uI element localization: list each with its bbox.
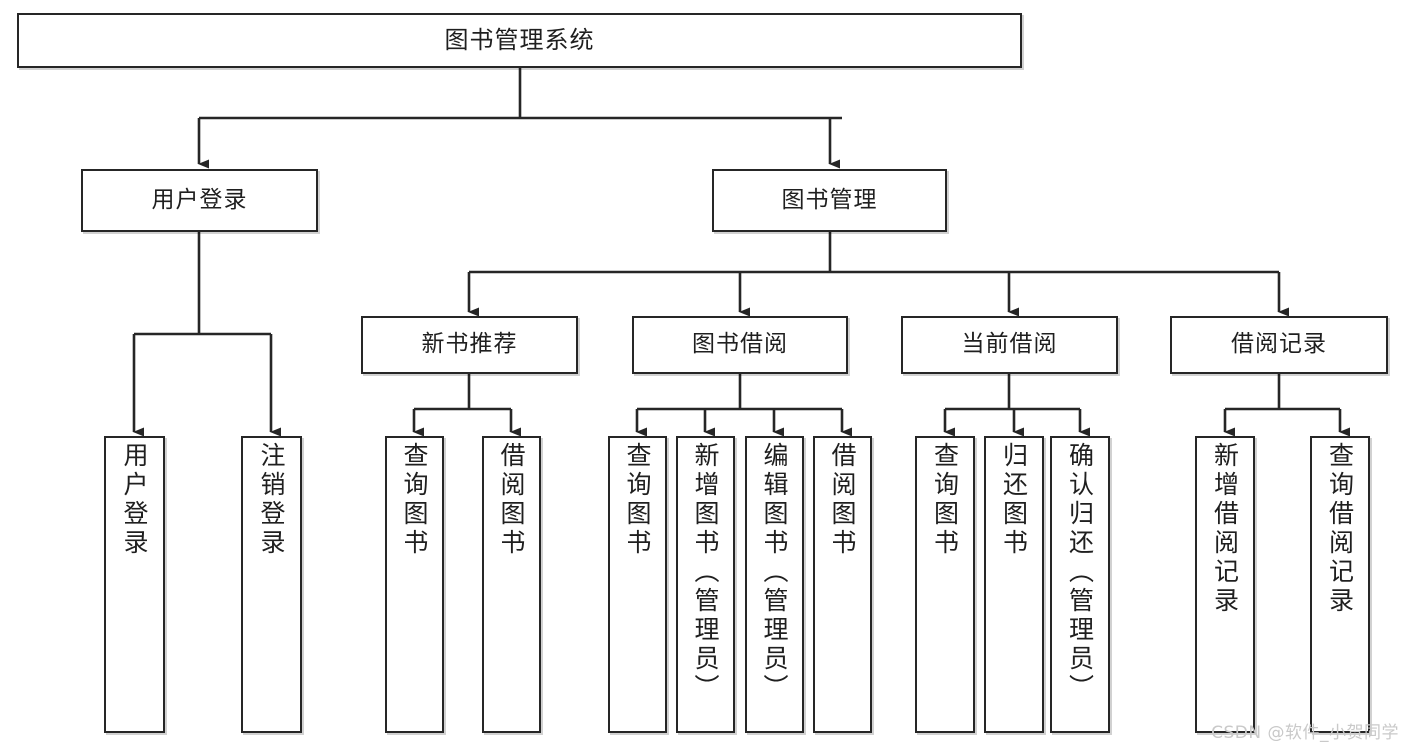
node-leaf-borrow-book-2-label: 借阅图书	[828, 442, 857, 558]
node-current-borrow-label: 当前借阅	[961, 331, 1058, 358]
node-leaf-confirm-return[interactable]: 确认归还（管理员）	[1050, 436, 1110, 733]
node-book-borrow-label: 图书借阅	[692, 331, 788, 358]
node-leaf-add-borrow-record[interactable]: 新增借阅记录	[1195, 436, 1255, 733]
node-leaf-query-book-2[interactable]: 查询图书	[608, 436, 667, 733]
node-leaf-query-book-3-label: 查询图书	[930, 442, 960, 558]
node-borrow-record-label: 借阅记录	[1231, 331, 1327, 358]
node-leaf-borrow-book-2[interactable]: 借阅图书	[813, 436, 872, 733]
node-leaf-confirm-return-label: 确认归还（管理员）	[1065, 442, 1095, 703]
node-new-book-recommend-label: 新书推荐	[421, 331, 518, 358]
node-leaf-query-book-2-label: 查询图书	[623, 442, 652, 558]
node-user-login-label: 用户登录	[151, 186, 248, 213]
node-root-label: 图书管理系统	[444, 26, 595, 55]
node-leaf-borrow-book-1[interactable]: 借阅图书	[482, 436, 541, 733]
node-book-manage[interactable]: 图书管理	[712, 169, 947, 232]
node-leaf-user-login[interactable]: 用户登录	[104, 436, 165, 733]
node-leaf-return-book[interactable]: 归还图书	[984, 436, 1044, 733]
node-leaf-query-book-1[interactable]: 查询图书	[385, 436, 444, 733]
node-leaf-query-book-1-label: 查询图书	[400, 442, 429, 558]
node-leaf-add-book-label: 新增图书（管理员）	[691, 442, 720, 703]
node-current-borrow[interactable]: 当前借阅	[901, 316, 1118, 374]
node-leaf-query-borrow-record-label: 查询借阅记录	[1325, 442, 1355, 616]
node-leaf-user-login-label: 用户登录	[120, 442, 149, 558]
node-leaf-logout-login[interactable]: 注销登录	[241, 436, 302, 733]
node-new-book-recommend[interactable]: 新书推荐	[361, 316, 578, 374]
node-leaf-edit-book-label: 编辑图书（管理员）	[760, 442, 789, 703]
node-leaf-query-book-3[interactable]: 查询图书	[915, 436, 975, 733]
node-root[interactable]: 图书管理系统	[17, 13, 1022, 68]
node-borrow-record[interactable]: 借阅记录	[1170, 316, 1388, 374]
node-leaf-return-book-label: 归还图书	[999, 442, 1029, 558]
node-leaf-add-borrow-record-label: 新增借阅记录	[1210, 442, 1240, 616]
csdn-watermark: CSDN @软件_小贺同学	[1211, 723, 1399, 743]
node-leaf-edit-book[interactable]: 编辑图书（管理员）	[745, 436, 804, 733]
node-user-login[interactable]: 用户登录	[81, 169, 318, 232]
node-leaf-query-borrow-record[interactable]: 查询借阅记录	[1310, 436, 1370, 733]
node-book-manage-label: 图书管理	[781, 186, 878, 213]
node-book-borrow[interactable]: 图书借阅	[632, 316, 848, 374]
node-leaf-logout-login-label: 注销登录	[257, 442, 286, 558]
node-leaf-borrow-book-1-label: 借阅图书	[497, 442, 526, 558]
node-leaf-add-book[interactable]: 新增图书（管理员）	[676, 436, 735, 733]
